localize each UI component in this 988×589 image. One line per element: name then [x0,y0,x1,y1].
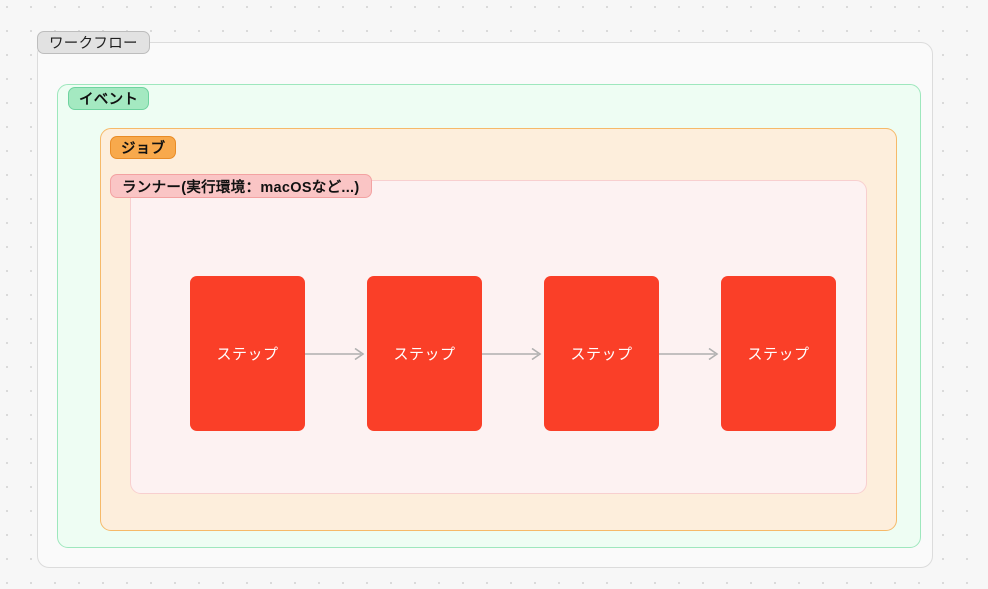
step-label: ステップ [570,346,633,363]
workflow-label[interactable]: ワークフロー [37,31,150,54]
step-box[interactable]: ステップ [721,276,836,431]
flow-arrow-icon [482,347,544,360]
step-label: ステップ [393,346,456,363]
job-label[interactable]: ジョブ [110,136,177,159]
step-box[interactable]: ステップ [190,276,305,431]
step-label: ステップ [747,346,810,363]
flow-arrow-icon [305,347,367,360]
event-label[interactable]: イベント [68,87,150,110]
step-box[interactable]: ステップ [544,276,659,431]
runner-label[interactable]: ランナー(実行環境：macOSなど...) [110,174,372,198]
flow-arrow-icon [659,347,721,360]
step-box[interactable]: ステップ [367,276,482,431]
step-label: ステップ [216,346,279,363]
steps-flow-row: ステップ ステップ ステップ ステップ [190,276,836,431]
